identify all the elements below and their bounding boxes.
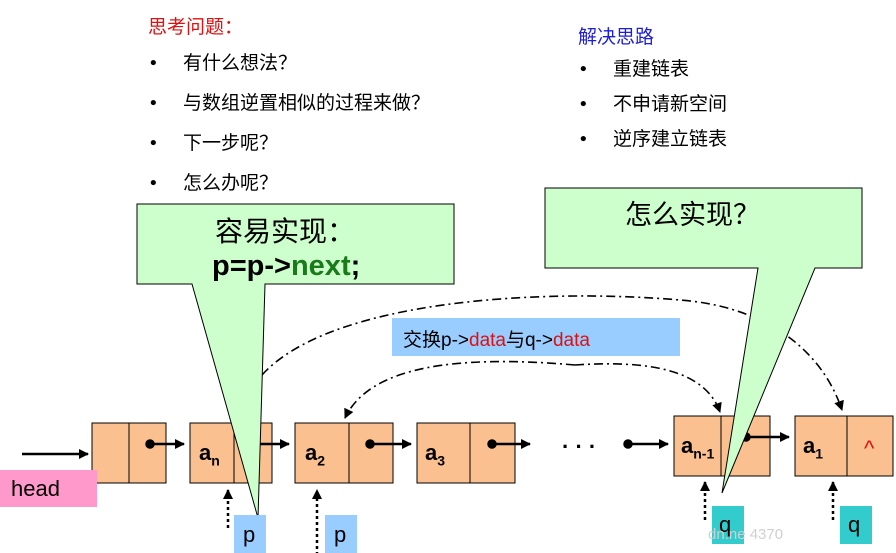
- bullet-icon: •: [148, 133, 159, 154]
- bullet-icon: •: [148, 93, 159, 114]
- swap-inner-arc-left: [344, 360, 576, 419]
- swap-label: 交换p->data与q->data: [403, 330, 590, 351]
- swap-label-box: [392, 318, 680, 356]
- pointer-label: q: [719, 512, 732, 537]
- bullet-icon: •: [578, 129, 589, 150]
- pointer-label: q: [848, 512, 861, 537]
- list-node: [294, 422, 394, 484]
- solution-item: •逆序建立链表: [578, 126, 727, 161]
- thinking-item: •怎么办呢？: [148, 169, 430, 209]
- bullet-icon: •: [148, 173, 159, 194]
- ellipsis: · · ·: [562, 434, 597, 459]
- pointer-box: [234, 515, 266, 553]
- thinking-title: 思考问题：: [148, 16, 244, 38]
- node-label: a1: [803, 433, 824, 462]
- bullet-icon: •: [148, 53, 159, 74]
- list-node: [416, 422, 516, 484]
- solution-item: •重建链表: [578, 56, 727, 91]
- solution-list: •重建链表 •不申请新空间 •逆序建立链表: [578, 56, 727, 161]
- pointer-box: [712, 506, 744, 544]
- callout-left: [136, 203, 455, 519]
- swap-inner-arc-right: [574, 363, 722, 413]
- pointer-arrow: [223, 481, 838, 553]
- null-symbol: ^: [864, 436, 875, 461]
- solution-title: 解决思路: [578, 26, 655, 48]
- node-label: a3: [425, 440, 446, 469]
- callout-right: [544, 187, 863, 494]
- pointer-label: p: [243, 522, 256, 547]
- bullet-icon: •: [578, 59, 589, 80]
- head-label-box: [0, 470, 97, 507]
- node-label: an: [199, 440, 220, 469]
- callout-right-text: 怎么实现？: [625, 200, 760, 231]
- pointer-label: p: [334, 522, 347, 547]
- node-label: a2: [305, 440, 326, 469]
- thinking-item: •与数组逆置相似的过程来做？: [148, 89, 430, 129]
- thinking-list: •有什么想法？ •与数组逆置相似的过程来做？ •下一步呢？ •怎么办呢？: [148, 49, 430, 209]
- callout-left-title: 容易实现：: [215, 215, 356, 248]
- watermark: dn.ne 4370: [708, 526, 784, 543]
- solution-item: •不申请新空间: [578, 91, 727, 126]
- swap-outer-arc: [261, 295, 844, 411]
- thinking-item: •有什么想法？: [148, 49, 430, 89]
- list-node: [91, 422, 167, 484]
- node-label: an-1: [681, 433, 715, 462]
- head-label: head: [11, 476, 60, 501]
- list-node: [673, 415, 771, 477]
- pointer-box: [325, 515, 357, 553]
- thinking-item: •下一步呢？: [148, 129, 430, 169]
- bullet-icon: •: [578, 94, 589, 115]
- callout-left-code: p=p->next;: [212, 250, 361, 282]
- list-node: [794, 415, 894, 477]
- pointer-box: [840, 506, 872, 544]
